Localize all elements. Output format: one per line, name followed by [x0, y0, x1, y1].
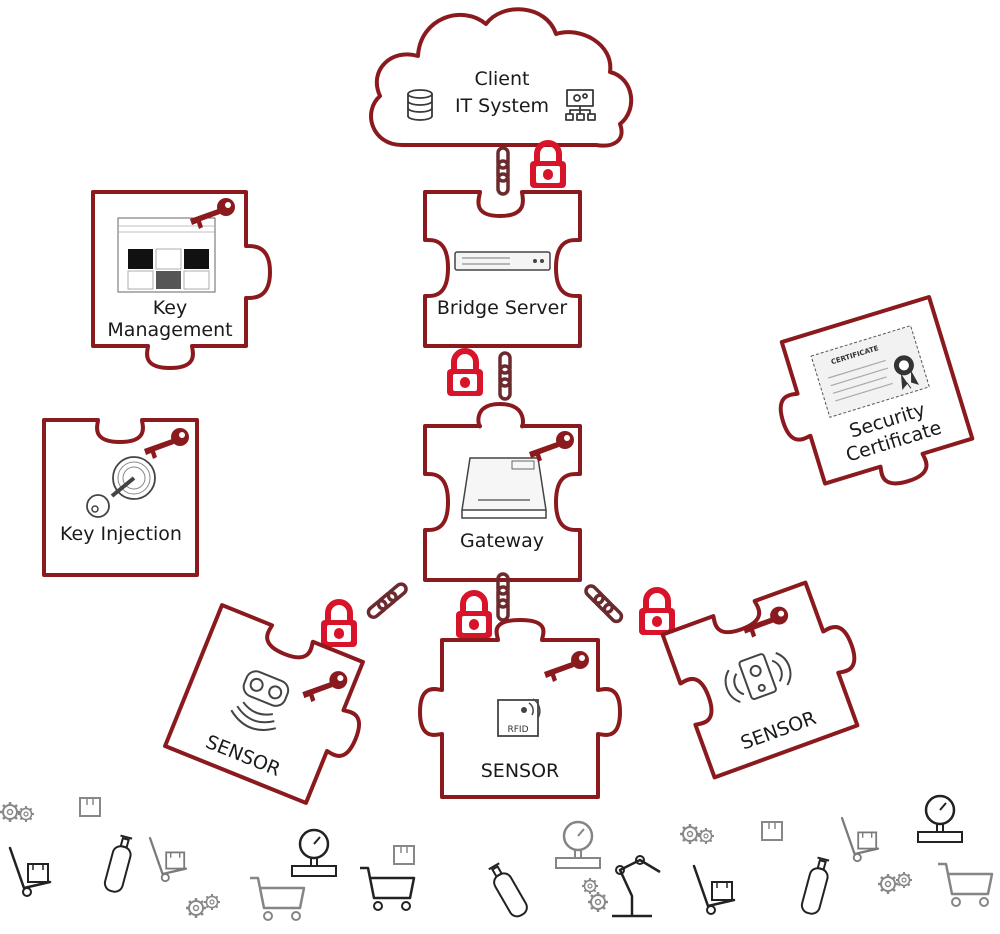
bridge-server-label: Bridge Server	[437, 297, 567, 319]
key-management-label-line2: Management	[107, 319, 232, 341]
padlock-icon	[447, 351, 483, 396]
gateway-piece: Gateway	[423, 402, 582, 582]
box-icon	[761, 821, 783, 841]
robot-arm-icon	[612, 855, 661, 918]
sensor-right-piece: SENSOR	[660, 580, 860, 780]
database-icon	[407, 89, 433, 121]
gear-icon	[696, 826, 716, 846]
sensor-left-piece: SENSOR	[163, 603, 365, 805]
padlock-icon	[321, 602, 357, 647]
network-system-icon	[565, 89, 596, 121]
gear-icon	[586, 890, 610, 914]
industrial-icons-row	[0, 794, 994, 922]
gear-icon	[876, 872, 900, 896]
client-it-system-cloud: Client IT System	[369, 7, 634, 148]
gateway-label: Gateway	[460, 530, 544, 552]
sonar-sensor-icon	[724, 652, 792, 703]
gear-icon	[202, 892, 222, 912]
key-management-screenshot-icon	[117, 217, 216, 293]
pressure-gauge-icon	[916, 794, 964, 844]
chain-link-icon	[498, 351, 512, 401]
padlock-icon	[639, 590, 675, 635]
gear-icon	[0, 800, 22, 824]
bridge-server-piece: Bridge Server	[423, 190, 582, 348]
gear-icon	[678, 822, 702, 846]
rfid-text: RFID	[507, 725, 528, 735]
key-injection-piece: Key Injection	[42, 418, 199, 577]
hand-truck-icon	[692, 864, 736, 916]
gateway-device-icon	[461, 457, 547, 519]
hand-truck-icon	[148, 836, 188, 883]
pressure-gauge-icon	[554, 820, 602, 870]
shopping-cart-icon	[248, 876, 306, 922]
sensor-center-piece: RFID SENSOR	[418, 618, 622, 799]
gear-icon	[184, 896, 208, 920]
sensor-center-label: SENSOR	[481, 760, 560, 782]
box-icon	[79, 797, 101, 817]
cloud-label-line2: IT System	[455, 95, 549, 117]
hand-truck-icon	[8, 846, 52, 898]
padlock-icon	[530, 143, 566, 188]
certificate-document-icon: CERTIFICATE	[810, 325, 930, 418]
key-injection-icon	[86, 456, 156, 518]
cloud-label-line1: Client	[474, 68, 529, 90]
rfid-tag-icon: RFID	[497, 698, 541, 737]
key-injection-label: Key Injection	[60, 523, 182, 545]
gas-cylinder-icon	[799, 855, 833, 917]
padlock-icon	[456, 593, 492, 638]
server-rack-icon	[454, 251, 551, 271]
key-management-label-line1: Key	[153, 297, 187, 319]
hand-truck-icon	[840, 816, 880, 863]
gas-cylinder-icon	[102, 833, 136, 895]
gear-icon	[580, 876, 600, 896]
shopping-cart-icon	[358, 866, 416, 912]
chain-link-icon	[582, 582, 626, 626]
pressure-gauge-icon	[290, 828, 338, 878]
gas-cylinder-icon	[485, 860, 531, 921]
chain-link-icon	[364, 580, 410, 622]
security-certificate-piece: CERTIFICATE Security Certificate	[778, 295, 975, 486]
proximity-sensor-icon	[230, 670, 290, 731]
key-management-piece: Key Management	[91, 190, 272, 370]
gear-icon	[894, 870, 914, 890]
shopping-cart-icon	[936, 862, 994, 908]
gear-icon	[16, 804, 36, 824]
chain-link-icon	[496, 146, 510, 196]
box-icon	[393, 845, 415, 865]
